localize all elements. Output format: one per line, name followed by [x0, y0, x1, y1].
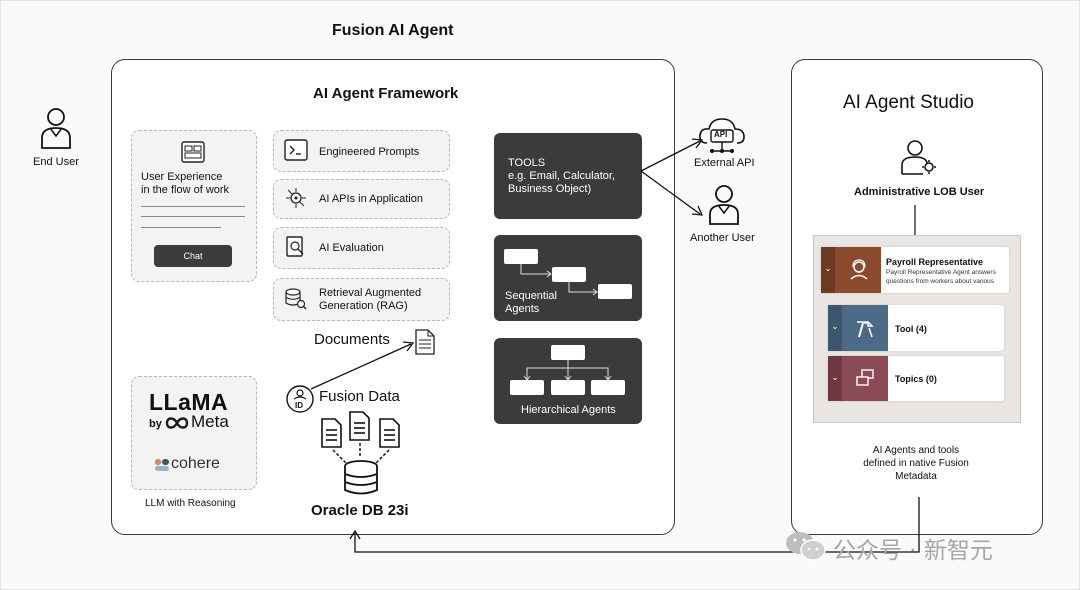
database-icon — [344, 460, 378, 495]
payroll-desc1: Payroll Representative Agent answers — [886, 269, 996, 276]
topics-stack-icon — [856, 369, 874, 386]
ai-chip-icon — [286, 188, 306, 208]
evaluation-icon — [286, 236, 304, 257]
chevron-down-icon[interactable]: ⌄ — [824, 263, 832, 273]
ux-text-line — [141, 206, 245, 207]
meta-infinity-icon — [165, 417, 189, 429]
ux-line2: in the flow of work — [141, 184, 230, 196]
meta-logo: Meta — [191, 412, 229, 431]
ux-text-line — [141, 227, 221, 228]
admin-user-label: Administrative LOB User — [854, 186, 985, 198]
llm-box — [131, 376, 257, 490]
tools-line2: e.g. Email, Calculator, — [508, 170, 615, 182]
studio-footer-line3: Metadata — [895, 471, 937, 482]
feature-ai-apis — [273, 179, 450, 219]
documents-label: Documents — [314, 331, 390, 348]
cohere-logo: cohere — [171, 455, 220, 472]
tools-line3: Business Object) — [508, 183, 592, 195]
fusion-data-graphic — [321, 411, 400, 495]
llama-logo: LLaMA — [149, 389, 229, 415]
agent-node — [552, 267, 586, 282]
agent-node — [598, 284, 632, 299]
agent-node — [504, 249, 538, 264]
topics-collapse-strip[interactable] — [828, 356, 842, 401]
sequential-line2: Agents — [505, 303, 540, 315]
agent-node — [510, 380, 544, 395]
id-badge-icon — [286, 385, 314, 413]
hierarchical-connectors — [523, 360, 612, 381]
feature-label-2: Generation (RAG) — [319, 300, 408, 312]
fusion-data-label: Fusion Data — [319, 388, 400, 405]
tool-collapse-strip[interactable] — [828, 305, 842, 351]
hierarchical-label: Hierarchical Agents — [521, 404, 616, 416]
studio-footer-line1: AI Agents and tools — [872, 445, 960, 456]
payroll-collapse-strip[interactable] — [821, 247, 835, 293]
tool-label: Tool (4) — [895, 324, 927, 334]
database-search-icon — [285, 288, 307, 310]
chevron-down-icon[interactable]: ⌄ — [831, 321, 839, 331]
cohere-logo-icon — [154, 458, 169, 471]
feature-label: Retrieval Augmented — [319, 287, 422, 299]
tool-icon-tile — [842, 305, 888, 351]
external-api-label: External API — [694, 157, 755, 169]
feature-label: AI Evaluation — [319, 242, 384, 254]
tools-line1: TOOLS — [508, 157, 546, 169]
chevron-down-icon[interactable]: ⌄ — [831, 372, 839, 382]
ux-line1: User Experience — [141, 171, 223, 183]
tools-box — [494, 133, 642, 219]
feature-label: AI APIs in Application — [319, 193, 423, 205]
end-user-icon — [41, 108, 71, 149]
another-user-label: Another User — [690, 232, 755, 244]
studio-title: AI Agent Studio — [843, 92, 974, 113]
sequential-line1: Sequential — [505, 290, 557, 302]
llm-caption: LLM with Reasoning — [145, 498, 236, 509]
feature-rag — [273, 278, 450, 321]
metadata-return-arrow — [349, 497, 920, 553]
payroll-icon-tile — [835, 247, 881, 293]
wechat-icon — [786, 532, 826, 561]
representative-icon — [850, 259, 868, 280]
ux-text-line — [141, 216, 245, 217]
id-badge-text: ID — [295, 401, 303, 410]
hammer-icon — [857, 321, 874, 338]
document-icon — [415, 329, 435, 355]
payroll-desc2: questions from workers about various — [886, 278, 995, 285]
api-cloud-icon — [699, 118, 745, 153]
feature-label: Engineered Prompts — [319, 146, 420, 158]
api-icon-text: API — [714, 130, 728, 139]
app-window-icon — [181, 141, 205, 163]
tools-arrows — [640, 138, 704, 216]
diagram-title: Fusion AI Agent — [332, 22, 454, 39]
oracle-db-label: Oracle DB 23i — [311, 502, 409, 519]
payroll-title: Payroll Representative — [886, 257, 984, 267]
studio-footer-line2: defined in native Fusion — [863, 458, 969, 469]
watermark-text: 公众号 · 新智元 — [833, 538, 993, 564]
documents-arrow — [310, 341, 415, 390]
topics-label: Topics (0) — [895, 374, 937, 384]
framework-title: AI Agent Framework — [313, 85, 459, 102]
agent-node — [591, 380, 625, 395]
agent-node — [551, 380, 585, 395]
chat-button[interactable]: Chat — [154, 245, 232, 267]
terminal-icon — [284, 139, 308, 161]
by-label: by — [149, 418, 162, 430]
another-user-icon — [709, 185, 739, 225]
sequential-connectors — [520, 264, 598, 296]
admin-user-gear-icon — [901, 140, 936, 175]
end-user-label: End User — [33, 156, 79, 168]
agent-node — [551, 345, 585, 360]
